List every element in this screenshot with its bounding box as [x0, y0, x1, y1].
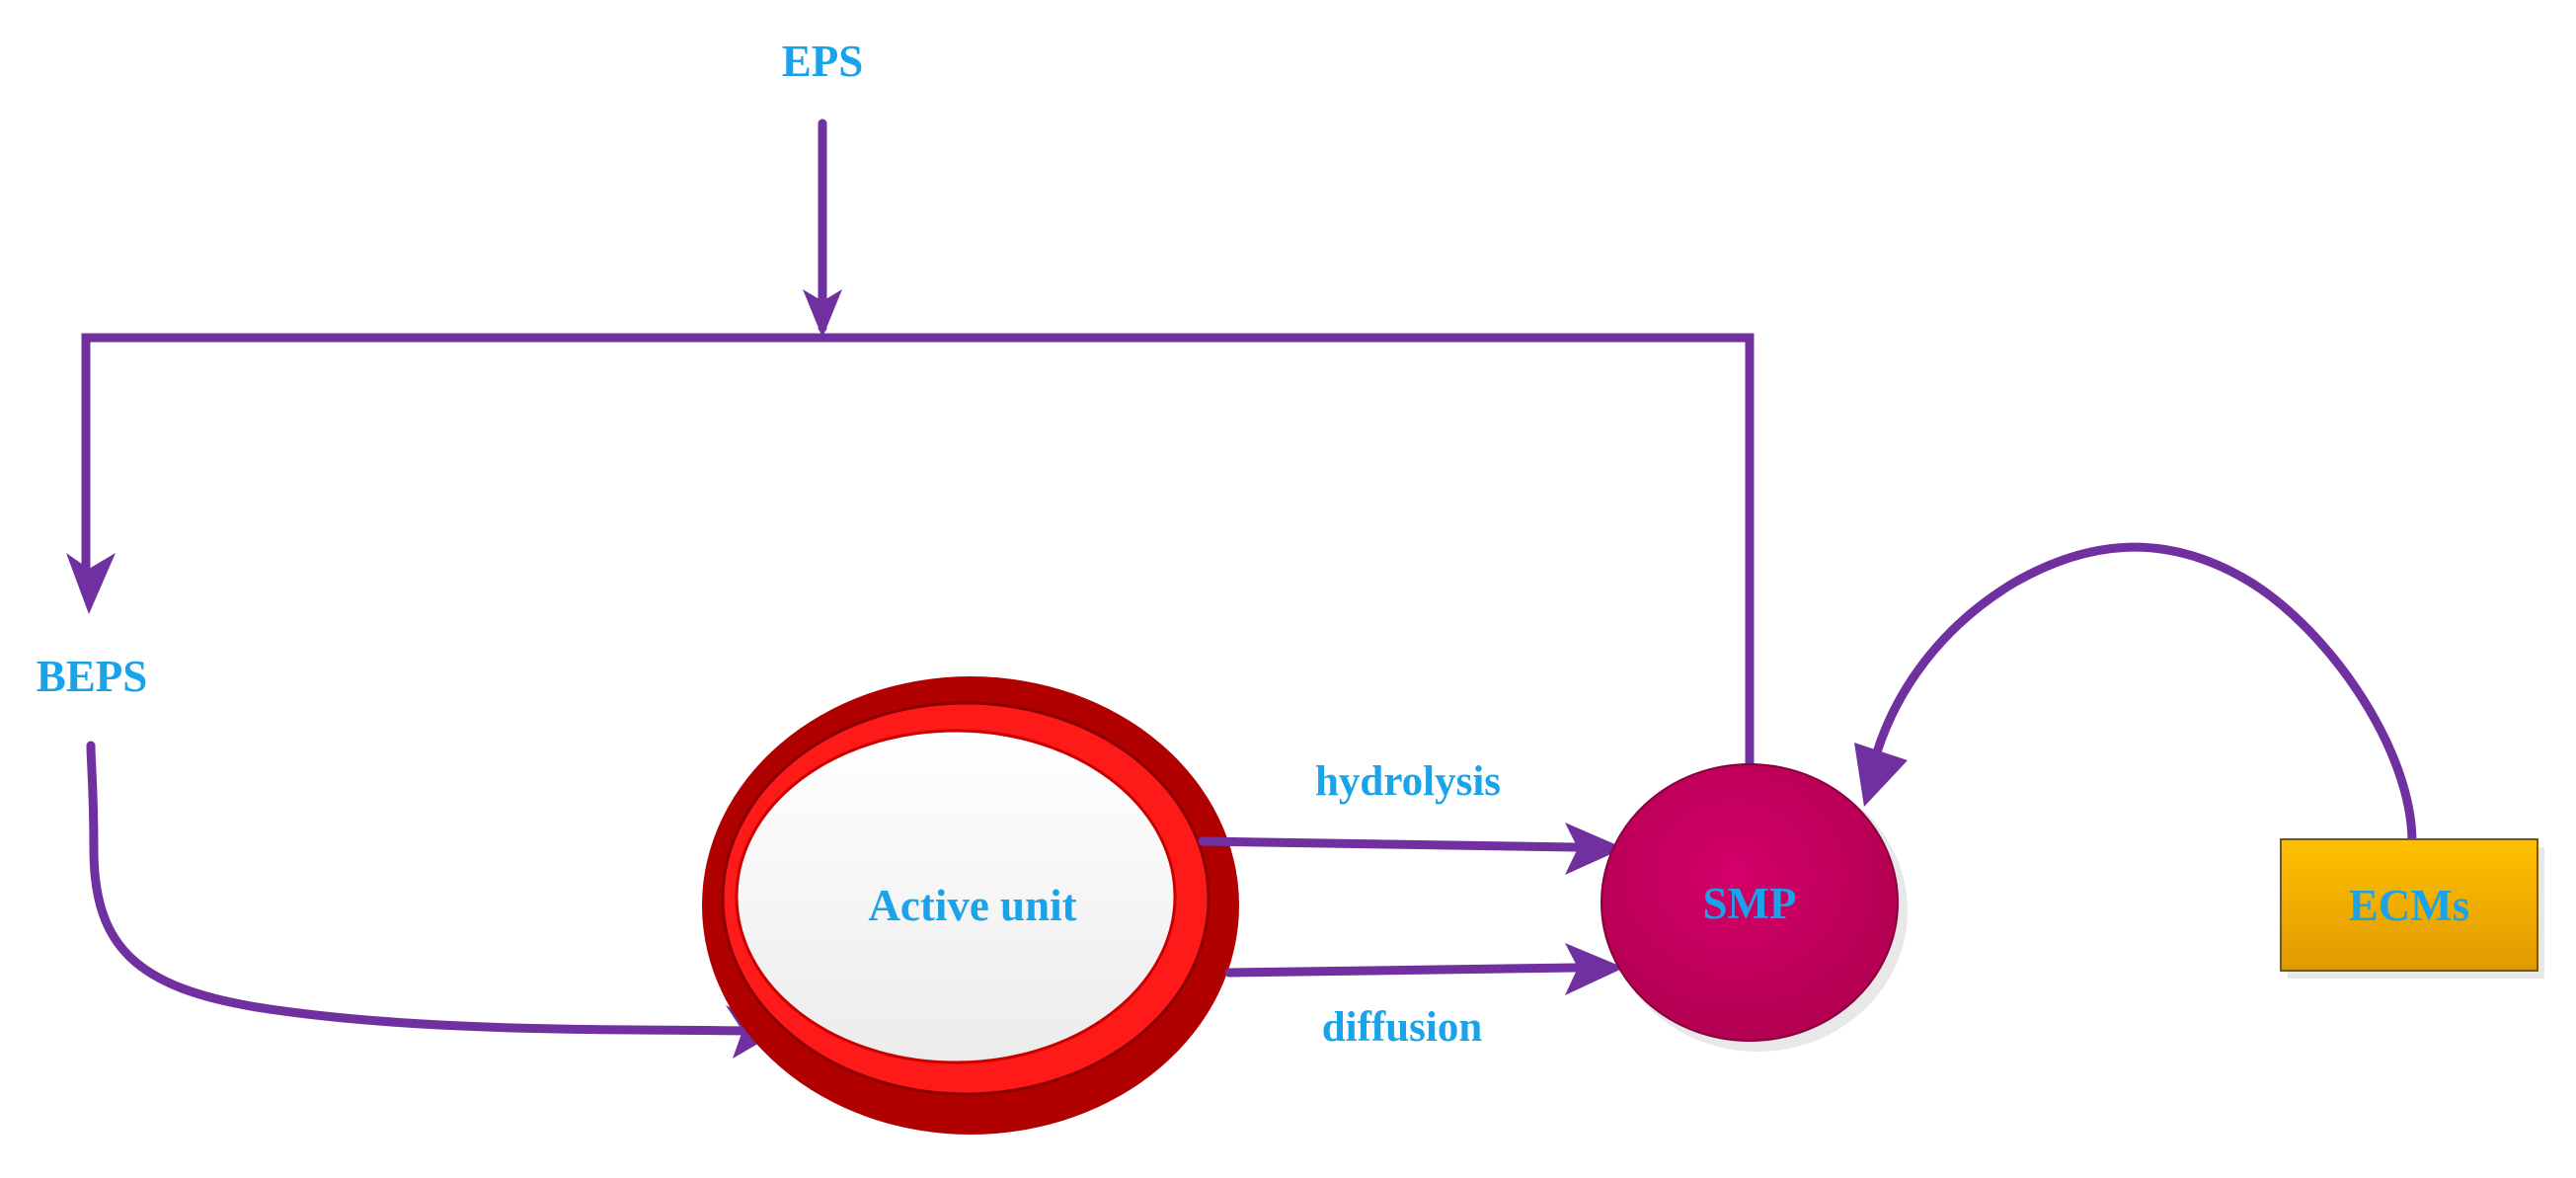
active-unit-node: Active unit	[702, 676, 1239, 1135]
beps-label: BEPS	[37, 652, 148, 701]
ecms-to-smp-arrowhead	[1854, 743, 1908, 807]
eps-down-arrowhead	[803, 289, 842, 338]
active-unit-core	[735, 729, 1177, 1064]
ecms-to-smp-arrow	[1871, 542, 2417, 847]
hydrolysis-label: hydrolysis	[1315, 758, 1501, 805]
ecms-label: ECMs	[2349, 881, 2470, 930]
active-unit-label: Active unit	[868, 881, 1076, 930]
ecms-box	[2280, 838, 2538, 972]
smp-to-beps-line	[81, 333, 1755, 768]
eps-label: EPS	[782, 37, 864, 86]
hydrolysis-arrowhead	[1565, 823, 1624, 875]
smp-circle	[1600, 763, 1899, 1042]
smp-node: SMP	[1600, 763, 1908, 1052]
beps-down-arrowhead	[66, 553, 116, 614]
diffusion-label: diffusion	[1322, 1004, 1483, 1051]
smp-label: SMP	[1703, 879, 1797, 928]
ecms-node: ECMs	[2280, 838, 2544, 979]
hydrolysis-arrow	[1198, 836, 1580, 852]
diffusion-arrow	[1224, 963, 1580, 978]
diffusion-arrowhead	[1565, 943, 1624, 995]
beps-to-active-unit-arrow	[86, 741, 750, 1036]
